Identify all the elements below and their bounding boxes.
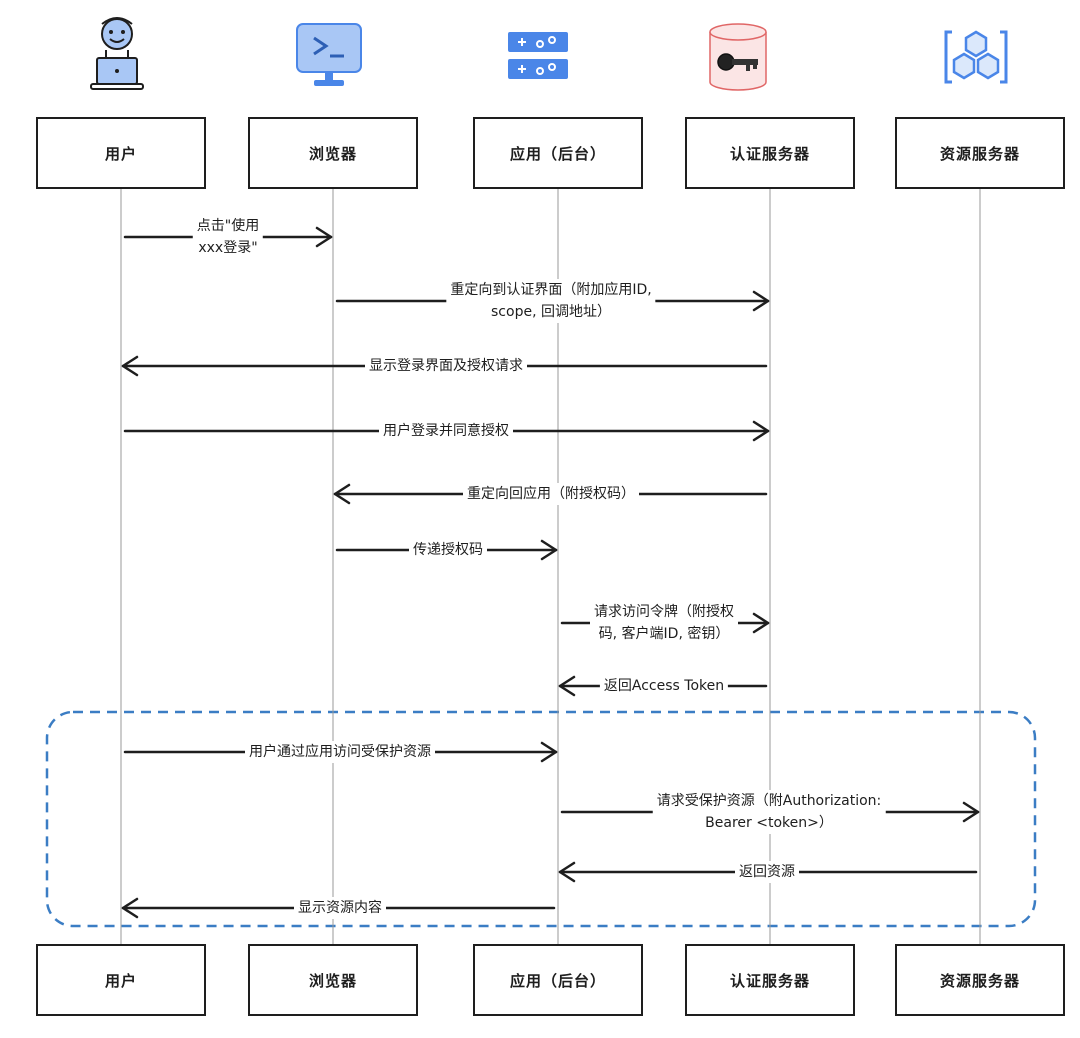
actor-label: 资源服务器 xyxy=(939,144,1020,163)
message-label: 请求访问令牌（附授权 码, 客户端ID, 密钥） xyxy=(590,601,738,645)
actor-label: 用户 xyxy=(104,144,137,163)
actor-label: 认证服务器 xyxy=(729,971,810,990)
message-arrowhead xyxy=(558,861,576,883)
message-label: 显示资源内容 xyxy=(294,897,386,919)
message-arrowhead xyxy=(558,675,576,697)
actor-label: 认证服务器 xyxy=(729,144,810,163)
message-arrowhead xyxy=(121,897,139,919)
message-arrowhead xyxy=(752,612,770,634)
terminal-monitor-icon xyxy=(294,22,364,90)
actor-label: 用户 xyxy=(104,971,137,990)
actor-box-user-bottom: 用户 xyxy=(36,944,206,1016)
message-arrowhead xyxy=(333,483,351,505)
actor-box-browser-top: 浏览器 xyxy=(248,117,418,189)
message-label: 重定向回应用（附授权码） xyxy=(463,483,639,505)
actor-box-app-top: 应用（后台） xyxy=(473,117,643,189)
actor-label: 浏览器 xyxy=(308,971,357,990)
cubes-package-icon xyxy=(942,26,1010,88)
message-label: 请求受保护资源（附Authorization: Bearer <token>） xyxy=(652,790,886,834)
actor-label: 浏览器 xyxy=(308,144,357,163)
actor-box-resource-bottom: 资源服务器 xyxy=(895,944,1065,1016)
message-arrowhead xyxy=(752,420,770,442)
actor-label: 应用（后台） xyxy=(509,144,606,163)
message-label: 返回资源 xyxy=(735,861,799,883)
message-label: 传递授权码 xyxy=(409,539,487,561)
message-arrowhead xyxy=(121,355,139,377)
actor-box-resource-top: 资源服务器 xyxy=(895,117,1065,189)
user-laptop-icon xyxy=(86,14,148,94)
message-arrowhead xyxy=(540,539,558,561)
message-arrowhead xyxy=(540,741,558,763)
message-arrowhead xyxy=(752,290,770,312)
group-frame xyxy=(45,710,1037,928)
actor-label: 应用（后台） xyxy=(509,971,606,990)
message-label: 点击"使用 xxx登录" xyxy=(192,215,264,259)
actor-box-auth-bottom: 认证服务器 xyxy=(685,944,855,1016)
message-arrowhead xyxy=(962,801,980,823)
message-label: 用户通过应用访问受保护资源 xyxy=(245,741,435,763)
actor-box-auth-top: 认证服务器 xyxy=(685,117,855,189)
message-label: 重定向到认证界面（附加应用ID, scope, 回调地址） xyxy=(446,279,656,323)
message-label: 返回Access Token xyxy=(599,675,729,697)
actor-box-app-bottom: 应用（后台） xyxy=(473,944,643,1016)
message-label: 用户登录并同意授权 xyxy=(379,420,513,442)
actor-label: 资源服务器 xyxy=(939,971,1020,990)
actor-box-browser-bottom: 浏览器 xyxy=(248,944,418,1016)
message-label: 显示登录界面及授权请求 xyxy=(365,355,527,377)
message-arrowhead xyxy=(315,226,333,248)
key-database-icon xyxy=(706,22,770,92)
server-rack-icon xyxy=(506,30,570,82)
actor-box-user-top: 用户 xyxy=(36,117,206,189)
